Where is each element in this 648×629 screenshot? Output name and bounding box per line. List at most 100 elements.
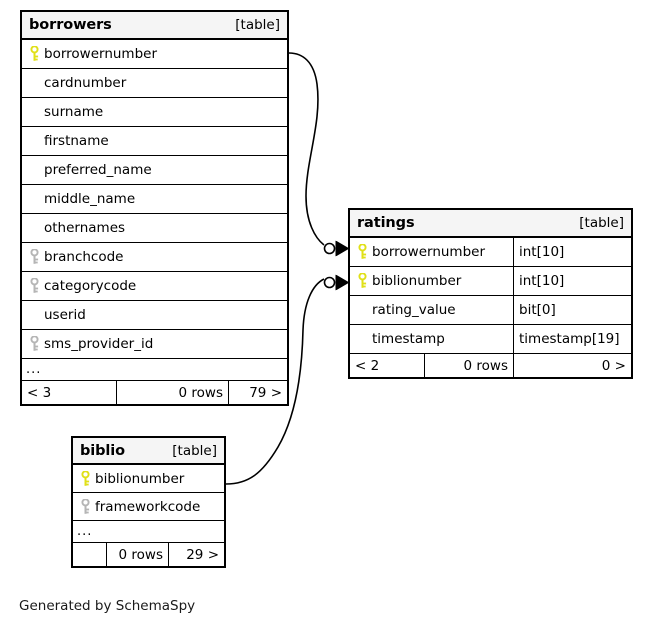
column-row-categorycode[interactable]: categorycode bbox=[22, 272, 287, 301]
column-row-preferred-name[interactable]: preferred_name bbox=[22, 156, 287, 185]
column-name-cell: categorycode bbox=[22, 278, 287, 294]
column-name-cell: timestamp bbox=[350, 331, 513, 347]
er-table-ratings[interactable]: ratings [table] borrowernumber int[10] bbox=[348, 208, 633, 379]
column-label: borrowernumber bbox=[372, 244, 486, 260]
column-label: sms_provider_id bbox=[44, 336, 154, 352]
er-table-borrowers[interactable]: borrowers [table] borrowernumber c bbox=[20, 10, 289, 406]
column-name-cell: userid bbox=[22, 307, 287, 323]
column-name-cell: frameworkcode bbox=[73, 498, 224, 515]
footer-row-count: 0 rows bbox=[424, 354, 513, 377]
column-type: bit[0] bbox=[513, 296, 631, 324]
column-name-cell: borrowernumber bbox=[22, 46, 287, 62]
column-label: frameworkcode bbox=[95, 498, 201, 515]
column-label: firstname bbox=[44, 133, 109, 149]
column-row-surname[interactable]: surname bbox=[22, 98, 287, 127]
column-name-cell: firstname bbox=[22, 133, 287, 149]
primary-key-icon bbox=[353, 273, 372, 289]
column-label: borrowernumber bbox=[44, 46, 158, 62]
column-label: biblionumber bbox=[372, 273, 462, 289]
column-label: rating_value bbox=[372, 302, 456, 318]
table-type-tag: [table] bbox=[235, 17, 280, 33]
column-label: biblionumber bbox=[95, 470, 185, 487]
column-name-cell: biblionumber bbox=[73, 470, 224, 487]
column-label: preferred_name bbox=[44, 162, 152, 178]
column-row-timestamp[interactable]: timestamp timestamp[19] bbox=[350, 325, 631, 354]
table-type-tag: [table] bbox=[172, 442, 217, 459]
column-row-biblionumber[interactable]: biblionumber int[10] bbox=[350, 267, 631, 296]
table-header-ratings: ratings [table] bbox=[350, 210, 631, 238]
footer-children-count[interactable]: 79 > bbox=[228, 381, 287, 404]
cardinality-marker-biblio-ratings bbox=[323, 274, 350, 291]
no-key-spacer bbox=[25, 133, 44, 149]
column-name-cell: biblionumber bbox=[350, 273, 513, 289]
cardinality-marker-borrowers-ratings bbox=[323, 240, 350, 257]
foreign-key-icon bbox=[76, 498, 95, 515]
column-label: middle_name bbox=[44, 191, 136, 207]
footer-parents-count[interactable]: < 2 bbox=[355, 357, 380, 374]
column-row-biblionumber[interactable]: biblionumber bbox=[73, 465, 224, 493]
column-row-borrowernumber[interactable]: borrowernumber bbox=[22, 40, 287, 69]
primary-key-icon bbox=[25, 46, 44, 62]
no-key-spacer bbox=[25, 191, 44, 207]
column-row-frameworkcode[interactable]: frameworkcode bbox=[73, 493, 224, 521]
no-key-spacer bbox=[25, 307, 44, 323]
column-name-cell: surname bbox=[22, 104, 287, 120]
column-row-rating-value[interactable]: rating_value bit[0] bbox=[350, 296, 631, 325]
table-type-tag: [table] bbox=[579, 215, 624, 231]
more-columns-indicator: ... bbox=[73, 521, 224, 543]
column-name-cell: cardnumber bbox=[22, 75, 287, 91]
no-key-spacer bbox=[353, 302, 372, 318]
column-name-cell: sms_provider_id bbox=[22, 336, 287, 352]
column-label: surname bbox=[44, 104, 104, 120]
table-footer-borrowers: < 3 0 rows 79 > bbox=[22, 381, 287, 404]
column-row-firstname[interactable]: firstname bbox=[22, 127, 287, 156]
edge-borrowers-ratings bbox=[288, 52, 325, 246]
table-title-biblio: biblio bbox=[80, 442, 126, 459]
foreign-key-icon bbox=[25, 278, 44, 294]
column-label: othernames bbox=[44, 220, 126, 236]
column-label: categorycode bbox=[44, 278, 137, 294]
no-key-spacer bbox=[353, 331, 372, 347]
foreign-key-icon bbox=[25, 249, 44, 265]
column-row-sms-provider-id[interactable]: sms_provider_id bbox=[22, 330, 287, 359]
footer-parents-count[interactable] bbox=[73, 543, 106, 566]
generated-by-caption: Generated by SchemaSpy bbox=[19, 598, 196, 614]
no-key-spacer bbox=[25, 162, 44, 178]
table-footer-biblio: 0 rows 29 > bbox=[73, 543, 224, 566]
column-row-cardnumber[interactable]: cardnumber bbox=[22, 69, 287, 98]
footer-parents-count[interactable]: < 3 bbox=[27, 384, 52, 401]
column-type: int[10] bbox=[513, 267, 631, 295]
no-key-spacer bbox=[25, 220, 44, 236]
column-label: branchcode bbox=[44, 249, 124, 265]
primary-key-icon bbox=[76, 470, 95, 487]
footer-children-count[interactable]: 29 > bbox=[168, 543, 224, 566]
er-table-biblio[interactable]: biblio [table] biblionumber bbox=[71, 436, 226, 568]
column-label: cardnumber bbox=[44, 75, 127, 91]
footer-row-count: 0 rows bbox=[116, 381, 228, 404]
table-header-borrowers: borrowers [table] bbox=[22, 12, 287, 40]
footer-row-count: 0 rows bbox=[106, 543, 168, 566]
column-row-middle-name[interactable]: middle_name bbox=[22, 185, 287, 214]
column-row-othernames[interactable]: othernames bbox=[22, 214, 287, 243]
foreign-key-icon bbox=[25, 336, 44, 352]
table-title-borrowers: borrowers bbox=[29, 17, 112, 33]
column-row-borrowernumber[interactable]: borrowernumber int[10] bbox=[350, 238, 631, 267]
column-label: timestamp bbox=[372, 331, 445, 347]
column-name-cell: middle_name bbox=[22, 191, 287, 207]
no-key-spacer bbox=[25, 75, 44, 91]
more-columns-indicator: ... bbox=[22, 359, 287, 381]
column-name-cell: borrowernumber bbox=[350, 244, 513, 260]
table-title-ratings: ratings bbox=[357, 215, 415, 231]
column-row-userid[interactable]: userid bbox=[22, 301, 287, 330]
column-name-cell: branchcode bbox=[22, 249, 287, 265]
column-name-cell: othernames bbox=[22, 220, 287, 236]
column-type: int[10] bbox=[513, 238, 631, 266]
column-name-cell: preferred_name bbox=[22, 162, 287, 178]
table-header-biblio: biblio [table] bbox=[73, 438, 224, 465]
column-row-branchcode[interactable]: branchcode bbox=[22, 243, 287, 272]
footer-children-count[interactable]: 0 > bbox=[513, 354, 631, 377]
primary-key-icon bbox=[353, 244, 372, 260]
column-label: userid bbox=[44, 307, 86, 323]
column-name-cell: rating_value bbox=[350, 302, 513, 318]
